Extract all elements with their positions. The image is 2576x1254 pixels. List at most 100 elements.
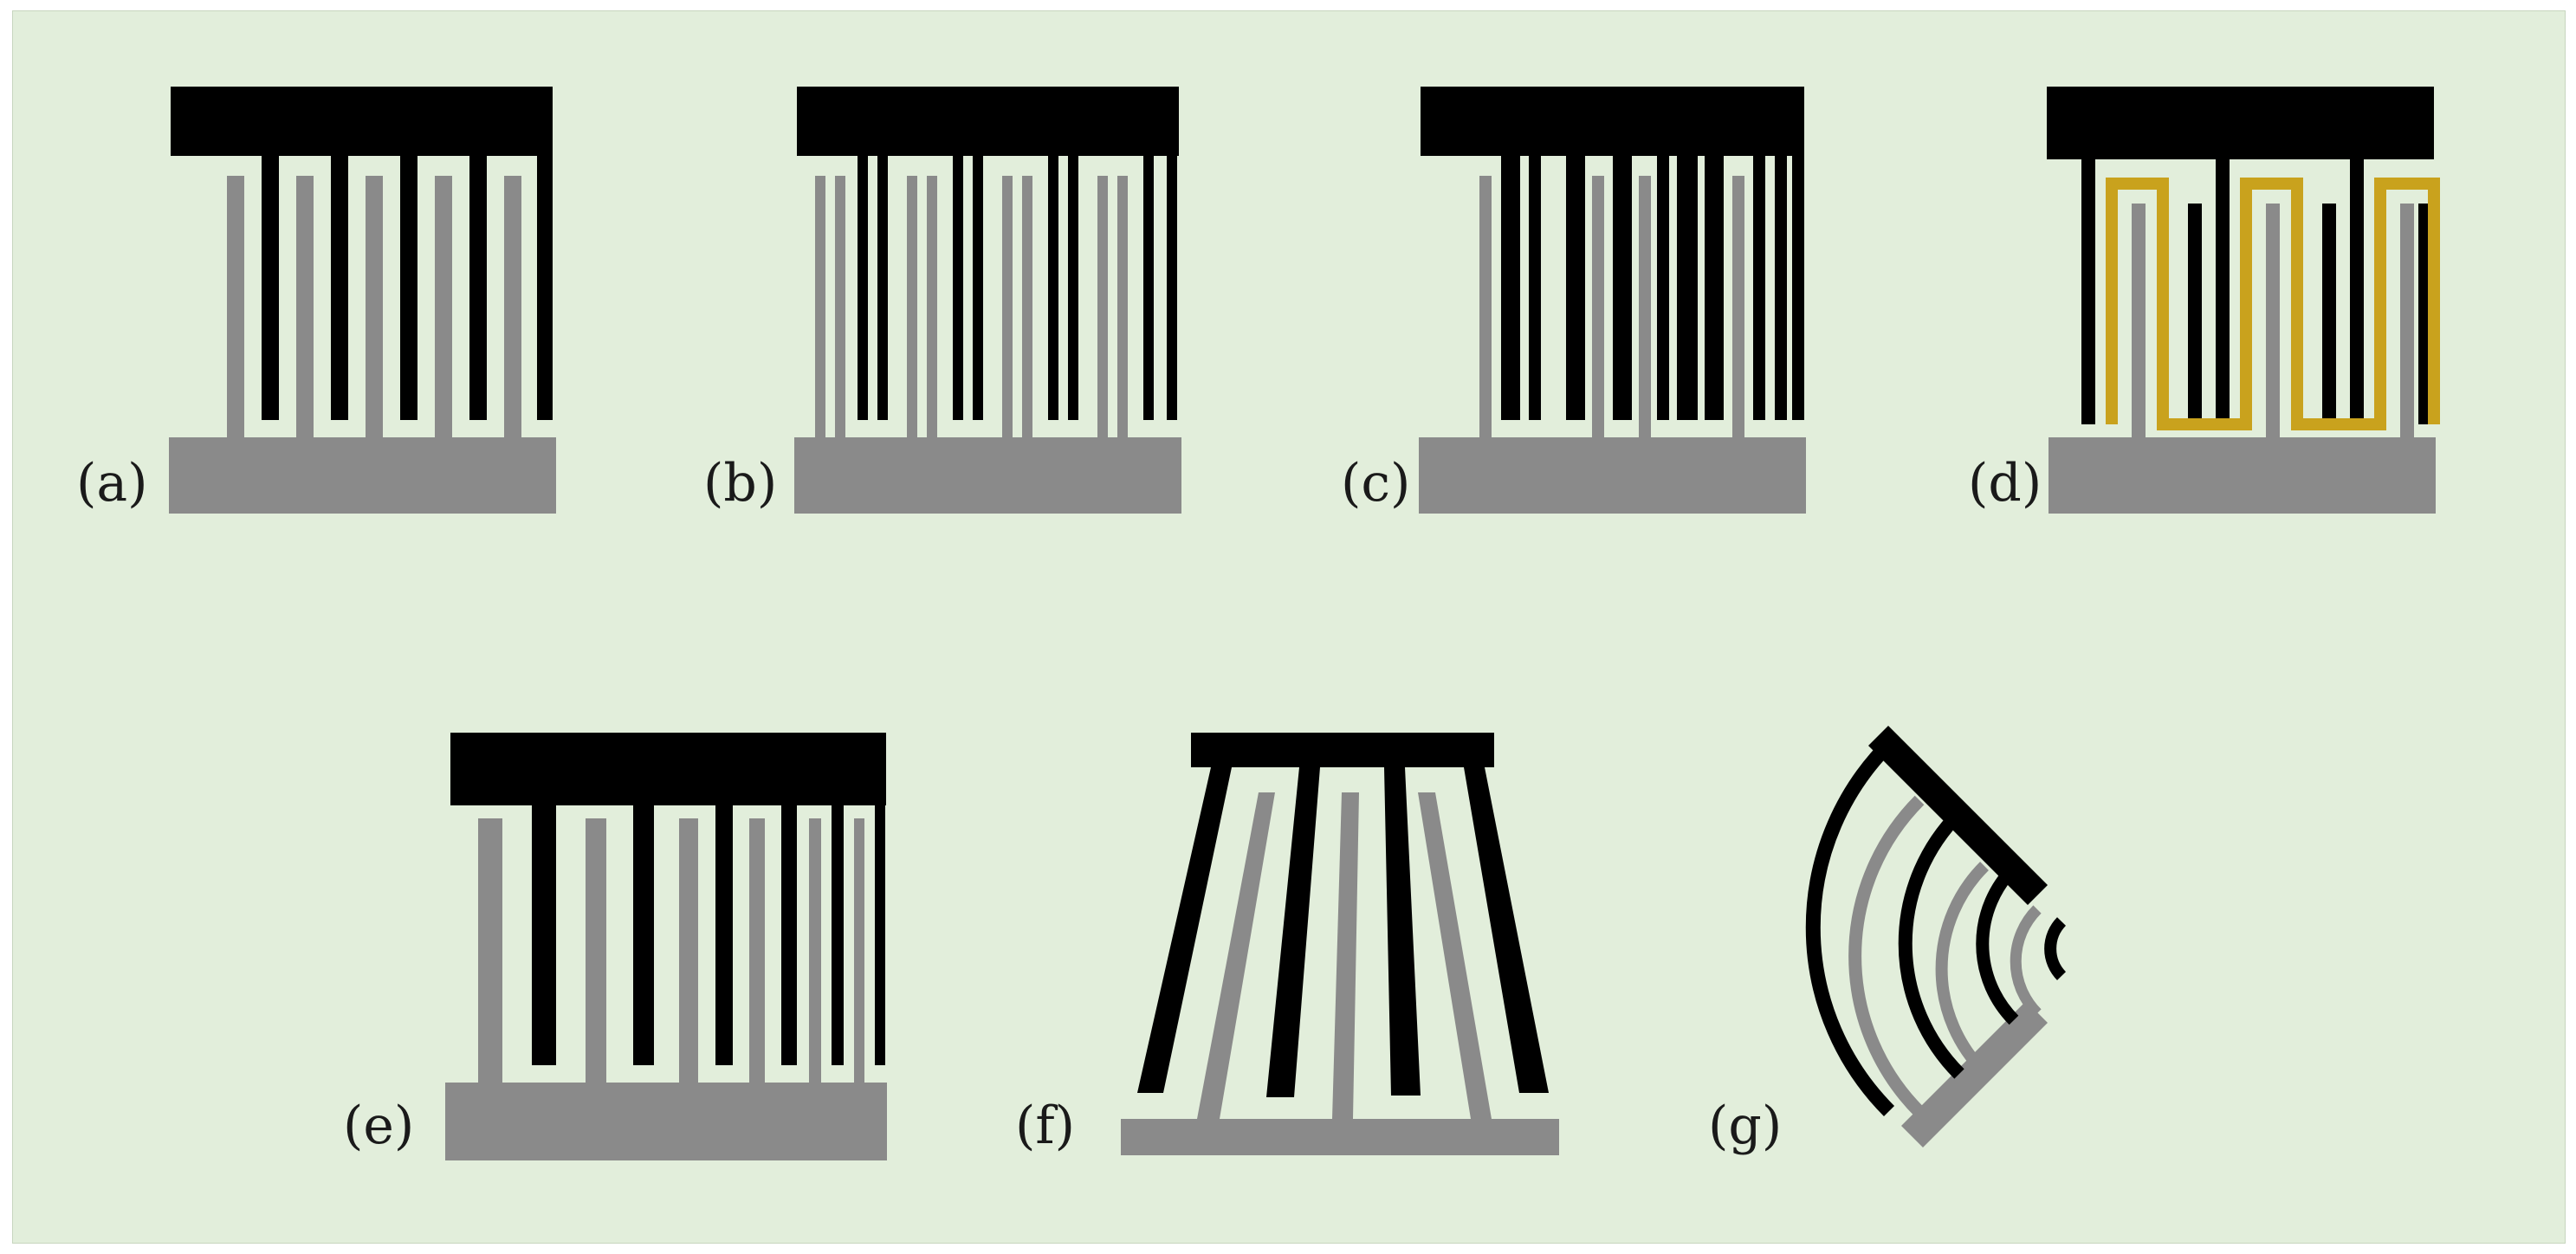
finger-black-arc: [1805, 738, 1895, 1117]
finger-gray: [1639, 176, 1651, 437]
top-busbar: [450, 733, 886, 805]
finger-gray: [809, 818, 821, 1083]
finger-gray: [227, 176, 244, 437]
finger-gray: [504, 176, 521, 437]
finger-gray: [1732, 176, 1744, 437]
finger-black-tapered: [1464, 767, 1549, 1093]
finger-black: [469, 156, 487, 420]
panel-label-f: (f): [1015, 1096, 1075, 1156]
finger-gray: [835, 176, 845, 437]
finger-gray: [435, 176, 452, 437]
finger-black-arc: [1898, 808, 1964, 1079]
finger-gray: [1479, 176, 1492, 437]
finger-black: [1048, 156, 1058, 420]
bottom-busbar: [445, 1083, 887, 1160]
panel-f: (f): [1015, 733, 1559, 1156]
finger-black: [2350, 159, 2364, 424]
finger-black: [1775, 156, 1787, 420]
bottom-busbar: [169, 437, 556, 514]
panel-e: (e): [343, 733, 887, 1160]
finger-black: [1566, 156, 1585, 420]
panel-c: (c): [1341, 87, 1806, 514]
finger-gray-arc: [2010, 905, 2042, 1018]
top-busbar: [171, 87, 553, 156]
top-busbar: [1421, 87, 1804, 156]
finger-black: [858, 156, 868, 420]
finger-black: [715, 805, 733, 1065]
panel-g: (g): [1708, 726, 2067, 1156]
finger-black-arc: [1976, 863, 2019, 1025]
finger-gray: [815, 176, 825, 437]
finger-black-tapered: [1266, 767, 1320, 1097]
floating-meander-electrode: [2106, 178, 2440, 430]
finger-black: [532, 805, 556, 1065]
finger-gray: [586, 818, 606, 1083]
finger-black-short: [2322, 204, 2336, 424]
finger-gray: [679, 818, 698, 1083]
finger-black: [973, 156, 983, 420]
finger-gray: [2400, 204, 2414, 437]
finger-gray: [749, 818, 765, 1083]
finger-black: [877, 156, 888, 420]
finger-black: [1792, 156, 1804, 420]
panel-label-a: (a): [76, 453, 148, 514]
finger-black: [1753, 156, 1765, 420]
finger-black: [331, 156, 348, 420]
finger-black: [1068, 156, 1078, 420]
top-busbar: [797, 87, 1179, 156]
finger-black: [262, 156, 279, 420]
finger-gray: [2266, 204, 2280, 437]
finger-black: [2216, 159, 2230, 424]
finger-gray: [1097, 176, 1108, 437]
finger-gray: [1117, 176, 1128, 437]
finger-black-short: [2188, 204, 2202, 424]
bottom-busbar: [1121, 1119, 1559, 1155]
finger-black: [1143, 156, 1154, 420]
finger-black: [953, 156, 963, 420]
finger-gray-tapered: [1332, 792, 1359, 1119]
panel-label-b: (b): [703, 453, 777, 514]
panel-label-d: (d): [1968, 453, 2042, 514]
finger-gray: [1592, 176, 1604, 437]
bottom-busbar: [1419, 437, 1806, 514]
finger-black: [400, 156, 417, 420]
panel-label-g: (g): [1708, 1096, 1782, 1156]
finger-gray: [1022, 176, 1032, 437]
finger-black: [1501, 156, 1520, 420]
panel-b: (b): [703, 87, 1181, 514]
finger-black: [1657, 156, 1669, 420]
finger-gray: [296, 176, 314, 437]
finger-gray-arc: [1935, 862, 1989, 1076]
finger-gray: [478, 818, 502, 1083]
bottom-busbar: [2049, 437, 2436, 514]
finger-gray-tapered: [1418, 792, 1492, 1119]
finger-black: [781, 805, 797, 1065]
finger-black: [832, 805, 844, 1065]
finger-black: [1529, 156, 1541, 420]
finger-black: [1705, 156, 1724, 420]
panel-a: (a): [76, 87, 556, 514]
finger-black: [875, 805, 885, 1065]
finger-gray: [366, 176, 383, 437]
finger-gray: [1002, 176, 1013, 437]
finger-black: [1167, 156, 1177, 420]
finger-gray-tapered: [1197, 792, 1275, 1119]
finger-gray: [2132, 204, 2146, 437]
finger-black: [537, 156, 553, 420]
finger-black: [2081, 159, 2095, 424]
finger-black-tapered: [1384, 767, 1421, 1096]
bottom-busbar: [794, 437, 1181, 514]
panel-label-c: (c): [1341, 453, 1410, 514]
finger-gray: [854, 818, 864, 1083]
panel-label-e: (e): [343, 1096, 414, 1156]
top-busbar: [1191, 733, 1494, 767]
finger-black-arc: [2044, 917, 2067, 980]
panel-d: (d): [1968, 87, 2440, 514]
finger-black: [1677, 156, 1698, 420]
finger-gray-arc: [1848, 795, 1925, 1117]
finger-black: [633, 805, 654, 1065]
finger-gray: [907, 176, 917, 437]
finger-black-tapered: [1137, 767, 1232, 1093]
